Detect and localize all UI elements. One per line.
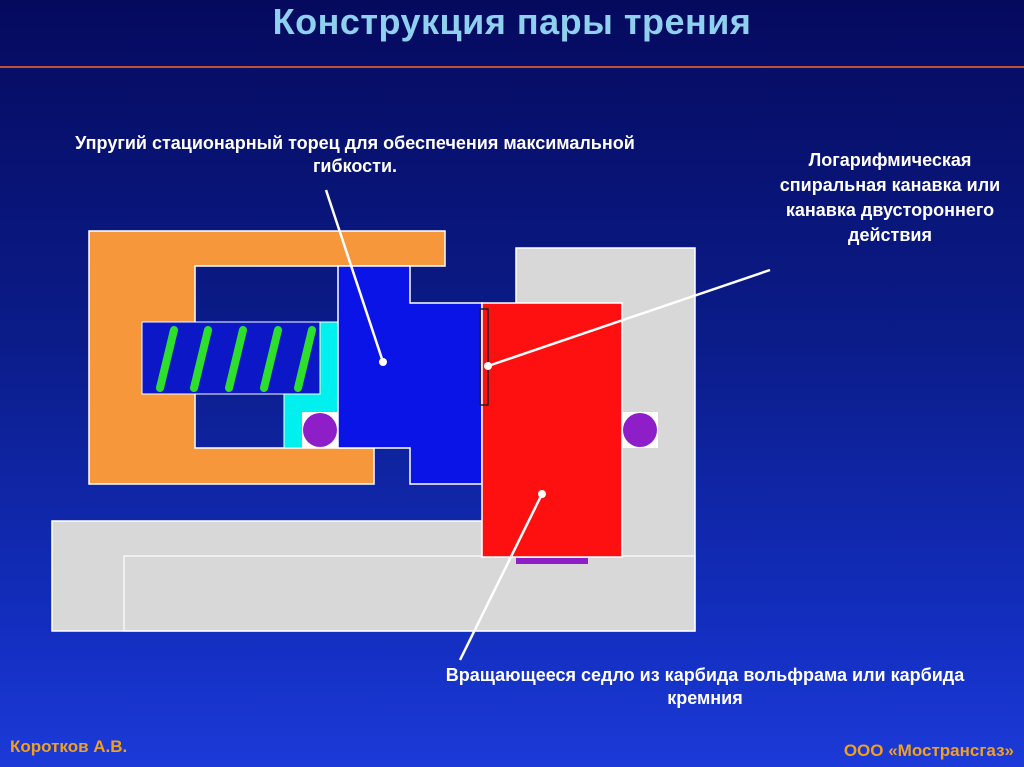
housing: [88, 230, 446, 485]
o-ring-left: [303, 413, 337, 447]
pointer-lines: [324, 189, 771, 661]
o-ring-right: [623, 413, 657, 447]
pointer-rotating-seat: [458, 493, 544, 661]
label-rotating-seat: Вращающееся седло из карбида вольфрама и…: [445, 665, 965, 708]
seat-gasket: [516, 558, 588, 564]
page-title: Конструкция пары трения: [272, 1, 752, 42]
pointer-spiral-groove: [487, 268, 771, 368]
spiral-groove: [479, 308, 489, 406]
shaft-inner-step: [123, 555, 696, 632]
pointer-elastic-face: [324, 189, 385, 363]
rotating-seat: [481, 302, 623, 558]
title-divider: [0, 66, 1024, 68]
footer-author: Коротков А.В.: [10, 737, 128, 756]
footer-organization: ООО «Мострансгаз»: [843, 741, 1014, 760]
pointer-dots: [379, 358, 546, 498]
spring: [156, 326, 316, 392]
label-elastic-face: Упругий стационарный торец для обеспечен…: [75, 133, 635, 176]
label-spiral-groove: Логарифмическая спиральная канавка или к…: [779, 150, 1001, 245]
